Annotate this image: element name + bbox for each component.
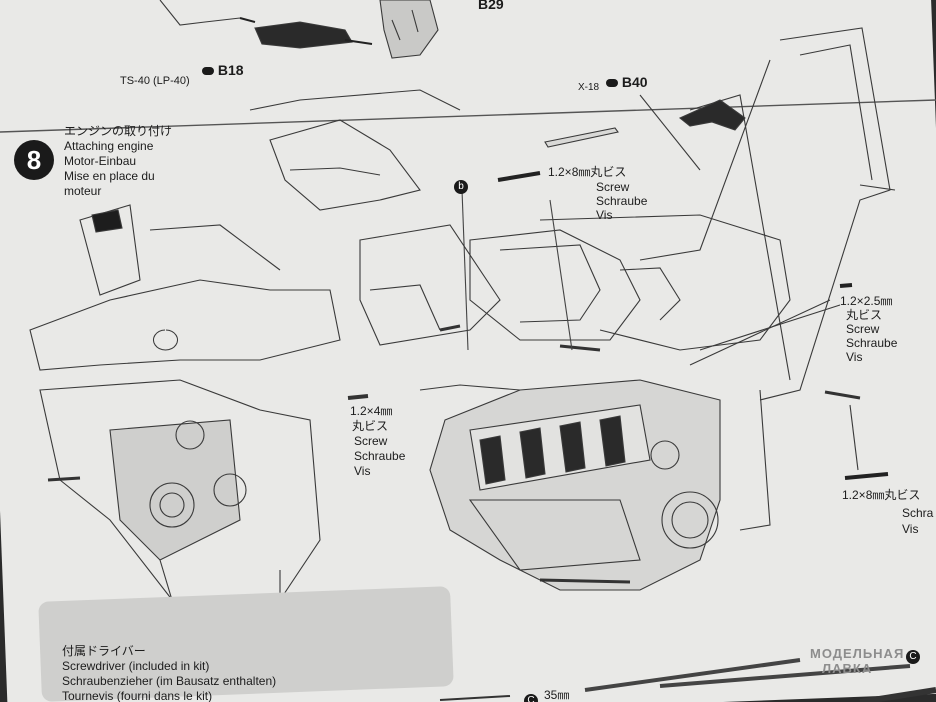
screw-1x8-fr: Vis [596, 208, 613, 222]
part-b18-label: B18 [202, 62, 244, 78]
watermark-line-1: МОДЕЛЬНАЯ [810, 646, 905, 661]
bottom-marker-c-2: C [906, 646, 920, 664]
shop-watermark: МОДЕЛЬНАЯ ЛАВКА [810, 646, 904, 676]
b18-code: B18 [217, 62, 244, 78]
screw-1x2-5-jp: 丸ビス [846, 308, 883, 322]
step-number-badge: 8 [14, 140, 54, 180]
ts40-label: TS-40 (LP-40) [120, 75, 190, 87]
screw-1x2-5-fr: Vis [846, 350, 863, 364]
measure-35mm: 35㎜ [544, 688, 570, 702]
step-title-de: Motor-Einbau [64, 154, 137, 168]
screw-1x8-en: Screw [596, 180, 630, 194]
screw-1x4-fr: Vis [354, 464, 371, 478]
b40-code: B40 [621, 74, 648, 90]
part-b40-label: B40 [606, 74, 648, 90]
screw-1x8-size: 1.2×8㎜丸ビス [548, 165, 627, 179]
screw-1x2-5-de: Schraube [846, 336, 898, 350]
screw-1x8-de: Schraube [596, 194, 648, 208]
screwdriver-de: Schraubenzieher (im Bausatz enthalten) [62, 674, 277, 688]
step-title-fr: Mise en place du [64, 169, 155, 183]
screw-1x8-right-de: Schra [902, 506, 934, 520]
step-title-fr-2: moteur [64, 184, 102, 198]
x18-label: X-18 [578, 82, 600, 93]
screw-1x4-jp: 丸ビス [352, 419, 389, 433]
screw-1x2-5-en: Screw [846, 322, 880, 336]
screw-1x4-size: 1.2×4㎜ [350, 404, 393, 418]
part-marker-b: b [454, 176, 468, 194]
bottom-marker-c: C [524, 690, 538, 702]
step-title-en: Attaching engine [64, 139, 154, 153]
part-b29-label: B29 [478, 0, 504, 12]
screw-1x8-right-size: 1.2×8㎜丸ビス [842, 488, 921, 502]
screw-1x2-5-size: 1.2×2.5㎜ [840, 294, 893, 308]
step-title-jp: エンジンの取り付け [64, 124, 173, 138]
screwdriver-en: Screwdriver (included in kit) [62, 659, 210, 673]
screw-1x8-right-fr: Vis [902, 522, 919, 536]
watermark-line-2: ЛАВКА [822, 661, 873, 676]
part-dot-icon [606, 79, 618, 87]
screwdriver-jp: 付属ドライバー [62, 644, 146, 658]
screw-1x4-en: Screw [354, 434, 388, 448]
screw-1x4-de: Schraube [354, 449, 406, 463]
part-dot-icon [202, 67, 214, 75]
screwdriver-fr: Tournevis (fourni dans le kit) [62, 689, 213, 702]
